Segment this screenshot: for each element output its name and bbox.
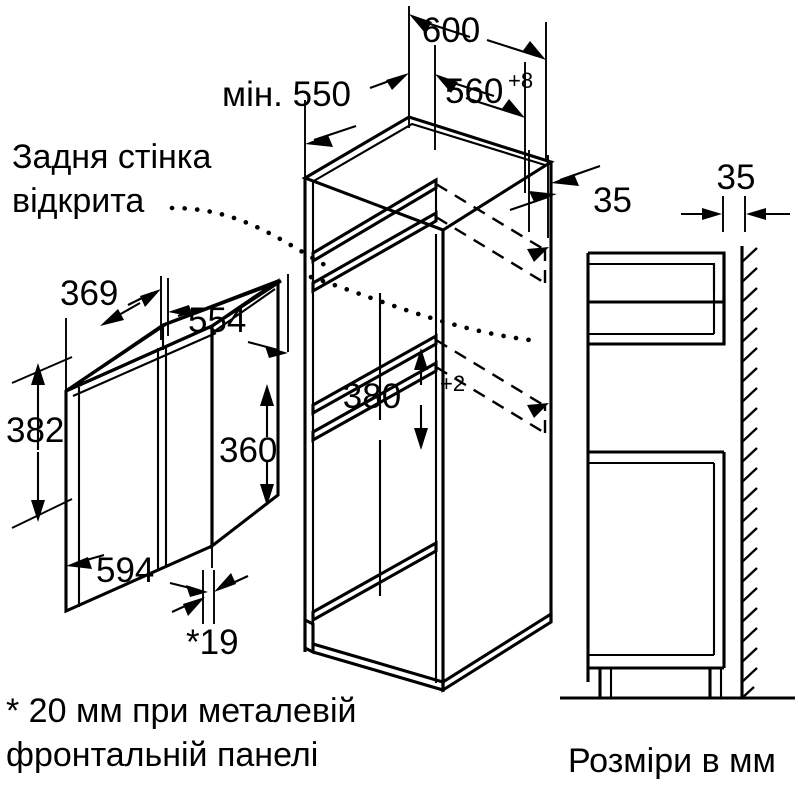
label-600: 600 (422, 11, 480, 50)
cabinet-dashed-projections (435, 182, 549, 435)
units-caption: Розміри в мм (568, 742, 776, 780)
label-min-550: мін. 550 (222, 75, 351, 114)
footnote: * 20 мм при металевій фронтальній панелі (6, 692, 357, 774)
dimension-35-cabinet: 35 (509, 150, 632, 238)
label-35-cabinet: 35 (593, 181, 632, 220)
dimension-35-wall: 35 (681, 158, 790, 232)
wall-hatching (741, 247, 758, 699)
label-369: 369 (60, 274, 118, 313)
label-19: *19 (186, 623, 239, 662)
label-594: 594 (96, 551, 154, 590)
footnote-line-2: фронтальній панелі (6, 736, 318, 774)
footnote-line-1: * 20 мм при металевій (6, 692, 357, 730)
label-35-wall: 35 (717, 158, 756, 197)
dimension-369: 369 (60, 274, 162, 400)
label-560-tolerance: +8 (508, 68, 533, 93)
note-back-wall: Задня стінка відкрита (12, 138, 533, 343)
label-554: 554 (188, 301, 246, 340)
dimension-560: 560 +8 (434, 45, 533, 193)
dimension-600: 600 (408, 6, 547, 160)
dimension-594: 594 (65, 508, 213, 600)
dimension-554: 554 (167, 274, 289, 358)
dimension-360: 360 (219, 384, 277, 506)
leader-dots-inner (308, 274, 533, 343)
note-line-1: Задня стінка (12, 138, 211, 176)
label-382: 382 (6, 411, 64, 450)
label-560: 560 (445, 72, 503, 111)
label-360: 360 (219, 431, 277, 470)
dimension-380: 380 +2 (343, 348, 465, 450)
note-line-2: відкрита (12, 182, 144, 220)
label-380: 380 (343, 377, 401, 416)
dimension-382: 382 (6, 356, 73, 529)
dimension-min-550: мін. 550 (222, 73, 409, 178)
dimension-19: *19 (171, 570, 249, 662)
label-380-tolerance: +2 (440, 371, 465, 396)
cabinet-isometric (301, 115, 555, 693)
side-view (560, 246, 795, 700)
